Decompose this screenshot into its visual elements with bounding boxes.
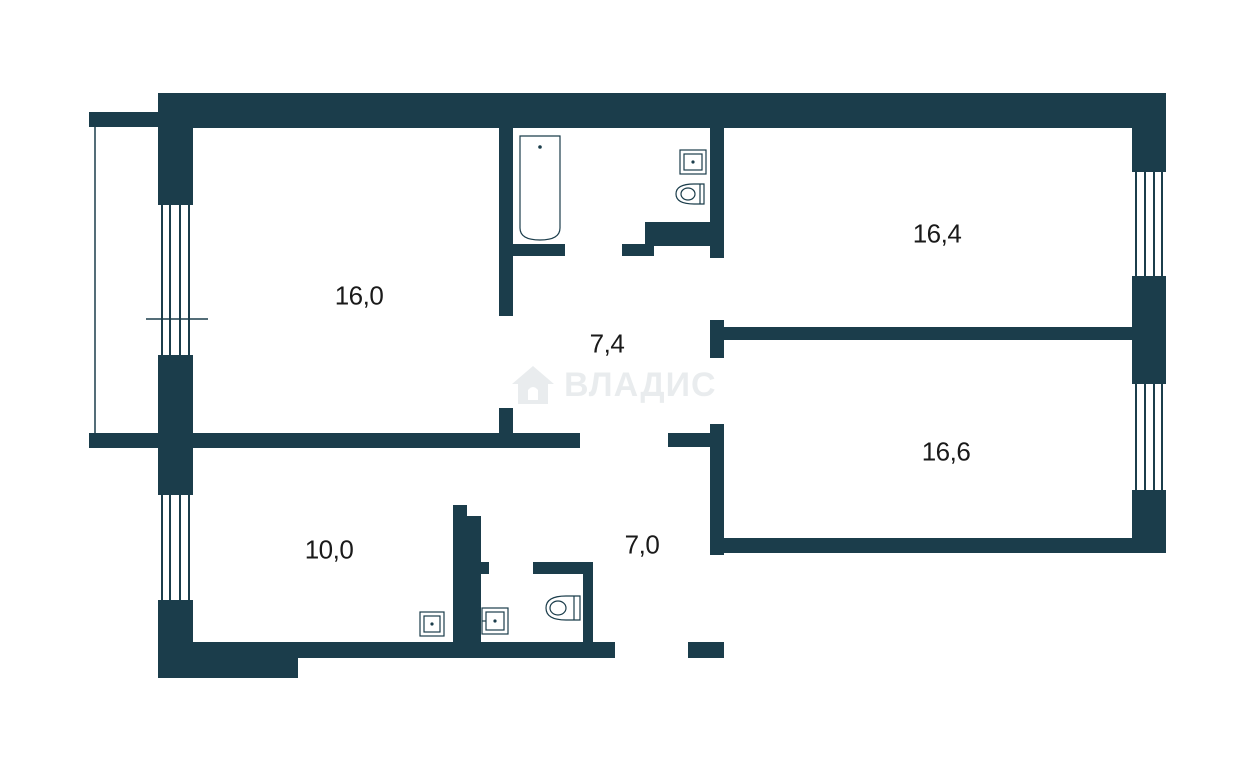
room-area-label: 10,0 (304, 534, 354, 565)
wall-bottom-right (720, 538, 1166, 553)
watermark-text: ВЛАДИС (564, 365, 717, 404)
room-area-label: 16,6 (921, 436, 971, 467)
wall-top (158, 93, 1166, 128)
watermark: ВЛАДИС (510, 364, 717, 406)
sink-icon (679, 149, 707, 175)
wall-corridor-top-stub (668, 433, 710, 447)
wall-wc-bottom (645, 222, 710, 246)
wall-bath-bottom (513, 244, 565, 256)
house-logo-icon (512, 366, 554, 404)
toilet-icon (675, 183, 705, 205)
wall-bath-left-upper (499, 128, 513, 316)
window-left-top (158, 205, 193, 355)
wall-bath-left-lower (499, 408, 513, 433)
sink-icon (419, 611, 445, 637)
wall-hall-right-stub (710, 320, 724, 358)
wall-lower-bath-riser (467, 516, 481, 642)
wall-lower-wc-top (533, 562, 593, 574)
room-area-label: 16,0 (334, 280, 384, 311)
wall-left-rooms-divider (193, 433, 580, 448)
wall-wc-bottom-stub (622, 244, 654, 256)
sink-icon (481, 607, 509, 635)
wall-right-rooms-divider (724, 327, 1132, 340)
balcony (89, 112, 208, 448)
wall-lower-wc-right (583, 562, 593, 642)
bathtub-icon (519, 135, 561, 241)
wall-corridor-bottom-stub (688, 642, 724, 658)
window-left-bottom (158, 495, 193, 600)
wall-bottom-left (158, 642, 615, 658)
room-area-label: 16,4 (912, 218, 962, 249)
wall-lower-bath-notch (481, 562, 489, 574)
room-area-label: 7,0 (624, 529, 660, 560)
room-area-label: 7,4 (589, 328, 625, 359)
window-right-bottom (1132, 384, 1166, 490)
toilet-icon (545, 595, 581, 621)
window-right-top (1132, 172, 1166, 276)
wall-wc-right (710, 128, 724, 258)
wall-lower-bath-left (453, 505, 467, 658)
wall-corridor-right (710, 447, 724, 555)
